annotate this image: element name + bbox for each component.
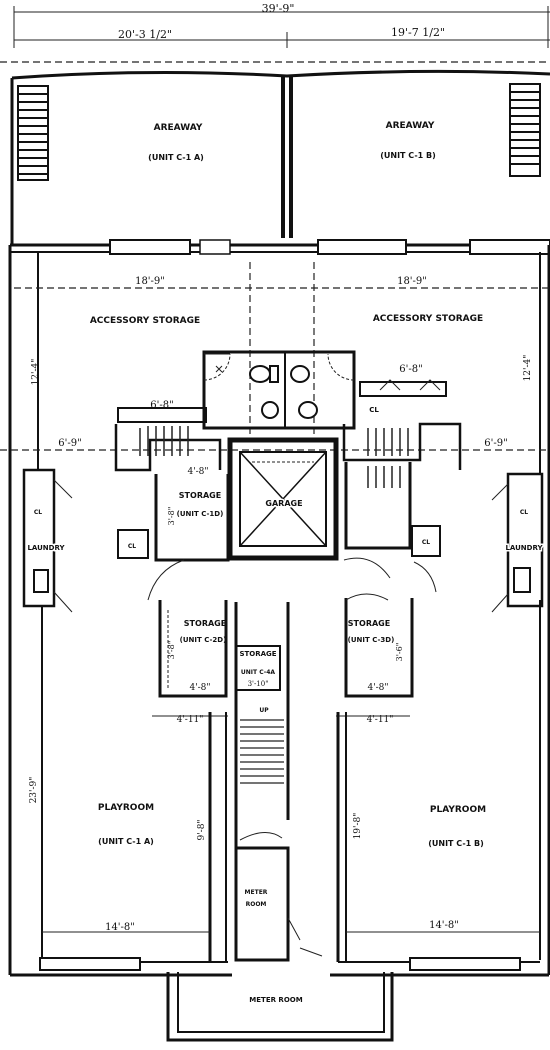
- center-stack: STORAGE UNIT C-4A 3'-10" UP METER ROOM: [234, 602, 323, 962]
- storage-c2d-unit: (UNIT C-2D): [180, 636, 227, 644]
- dim-storage-depth-left: 12'-4": [31, 359, 41, 386]
- up-label: UP: [259, 707, 269, 714]
- storage-c4a-unit: UNIT C-4A: [241, 669, 276, 676]
- dim-storage-c1d-side: 3'-8": [167, 507, 176, 526]
- top-dimensions: 39'-9" 20'-3 1/2" 19'-7 1/2": [0, 2, 550, 63]
- dim-mid-right: 6'-9": [484, 438, 507, 449]
- closet-right-upper-label: CL: [520, 509, 528, 516]
- playroom-left-label: PLAYROOM: [98, 803, 154, 813]
- accessory-storage-left-label: ACCESSORY STORAGE: [90, 316, 200, 326]
- areaway-right-label: AREAWAY: [386, 121, 435, 131]
- areaway-left-label: AREAWAY: [154, 123, 203, 133]
- dim-storage-c2d-side: 3'-8": [167, 641, 176, 660]
- closet-right-lower-label: CL: [422, 539, 430, 546]
- storage-c4a-label: STORAGE: [239, 650, 276, 658]
- dim-corridor-right: 4'-11": [367, 715, 394, 725]
- dim-storage-width-left: 18'-9": [135, 276, 165, 287]
- storage-c3d-label: STORAGE: [348, 619, 390, 628]
- laundry-left-label: LAUNDRY: [27, 544, 65, 552]
- dim-corridor-left: 4'-11": [177, 715, 204, 725]
- dim-closet-right: 6'-8": [399, 364, 422, 375]
- dim-storage-c4a-side: 3'-10": [248, 680, 269, 688]
- dim-overall-top: 39'-9": [262, 2, 295, 15]
- left-wing: CL LAUNDRY STORAGE (UNIT C-1D) 3'-8" CL …: [22, 468, 230, 725]
- closet-mid-right-label: CL: [369, 406, 379, 414]
- garage-label: GARAGE: [265, 499, 302, 508]
- areaway-zone: AREAWAY (UNIT C-1 A) AREAWAY (UNIT C-1 B…: [10, 69, 550, 244]
- dim-storage-c3d-side: 3'-6": [395, 643, 404, 662]
- dim-storage-c2d-width: 4'-8": [189, 683, 210, 693]
- dim-storage-width-right: 18'-9": [397, 276, 427, 287]
- dim-playroom-right-depth: 9'-8": [197, 819, 207, 840]
- playroom-right-unit: (UNIT C-1 B): [428, 839, 484, 848]
- meter-room-lower-label: METER ROOM: [249, 996, 302, 1004]
- dim-right-top: 19'-7 1/2": [391, 26, 445, 39]
- dim-playroom-width-right: 14'-8": [429, 920, 459, 931]
- stair-core: 6'-9" 6'-9" 4'-8": [58, 422, 508, 488]
- right-wing: CL LAUNDRY CL STORAGE (UNIT C-3D) 3'-6" …: [336, 462, 545, 725]
- dim-storage-depth-right: 12'-4": [523, 355, 533, 382]
- accessory-storage-zone: 18'-9" 18'-9" ACCESSORY STORAGE ACCESSOR…: [31, 276, 533, 430]
- dim-closet-left: 6'-8": [150, 400, 173, 411]
- meter-room-upper-label: METER: [245, 889, 268, 896]
- dim-playroom-depth-right: 19'-8": [353, 813, 363, 840]
- dim-mid-left: 6'-9": [58, 438, 81, 449]
- meter-room-upper-label-2: ROOM: [246, 901, 267, 908]
- accessory-storage-right-label: ACCESSORY STORAGE: [373, 314, 483, 324]
- storage-c1d-unit: (UNIT C-1D): [177, 510, 224, 518]
- areaway-left-unit: (UNIT C-1 A): [148, 153, 204, 162]
- dim-storage-c3d-width: 4'-8": [367, 683, 388, 693]
- closet-left-lower-label: CL: [128, 543, 136, 550]
- storage-c2d-label: STORAGE: [184, 619, 226, 628]
- dim-left-top: 20'-3 1/2": [118, 28, 172, 41]
- playroom-left-unit: (UNIT C-1 A): [98, 837, 154, 846]
- dim-playroom-width-left: 14'-8": [105, 922, 135, 933]
- playrooms: 23'-9" PLAYROOM (UNIT C-1 A) 9'-8" 14'-8…: [29, 712, 540, 962]
- dim-playroom-depth-left: 23'-9": [29, 777, 39, 804]
- storage-c3d-unit: (UNIT C-3D): [348, 636, 395, 644]
- meter-room-lower: METER ROOM: [166, 972, 394, 1042]
- dashed-lines: [0, 262, 550, 451]
- storage-c1d-label: STORAGE: [179, 491, 221, 500]
- outer-walls: [8, 239, 550, 977]
- garage-core: GARAGE: [227, 437, 339, 561]
- playroom-right-label: PLAYROOM: [430, 805, 486, 815]
- dim-stair-small-left: 4'-8": [187, 467, 208, 477]
- laundry-right-label: LAUNDRY: [505, 544, 543, 552]
- closet-left-upper-label: CL: [34, 509, 42, 516]
- areaway-right-unit: (UNIT C-1 B): [380, 151, 436, 160]
